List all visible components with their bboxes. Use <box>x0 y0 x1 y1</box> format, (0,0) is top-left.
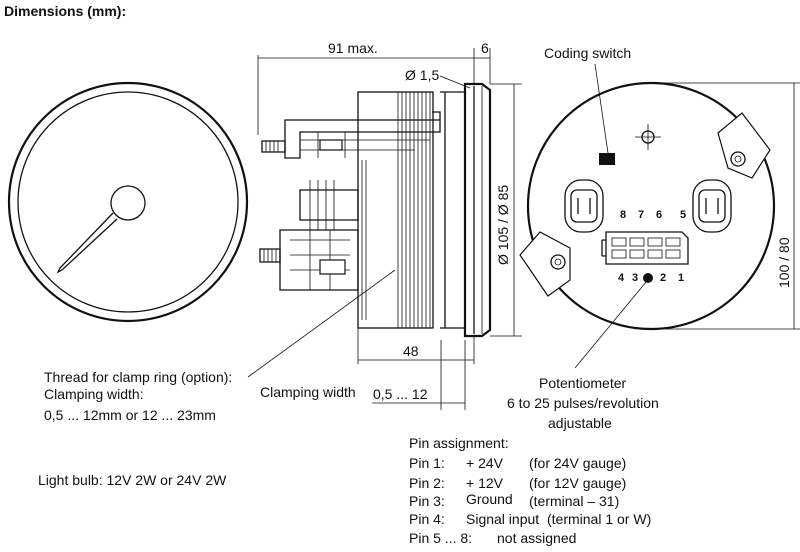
upper-bracket <box>261 111 441 159</box>
clamp-tab-right <box>717 112 771 179</box>
dim-depth-max: 91 max. <box>328 40 378 56</box>
bezel <box>463 82 492 338</box>
lamp-socket-left <box>564 179 604 233</box>
pin-row-value: + 12V <box>466 475 504 491</box>
pin-label: 2 <box>660 272 666 284</box>
potentiometer-dot <box>643 273 653 283</box>
pin-assignment-heading: Pin assignment: <box>409 435 509 451</box>
rear-view: 8 7 6 5 4 3 2 1 100 / 80 <box>519 63 800 369</box>
pin-label: 4 <box>618 272 625 284</box>
pin-row-pin: Pin 1: <box>409 455 445 471</box>
lower-bracket <box>259 229 359 291</box>
pin-row-note: (for 24V gauge) <box>529 455 626 471</box>
leader-potentiometer <box>574 281 647 369</box>
pin-row-pin: Pin 5 ... 8: <box>409 530 472 546</box>
front-dial-ring <box>17 91 239 313</box>
pin-row-note: (terminal 1 or W) <box>547 511 651 527</box>
middle-terminals <box>299 180 359 230</box>
pin-label: 8 <box>620 209 626 221</box>
pin-label: 5 <box>680 209 686 221</box>
dim-bezel-thickness: 6 <box>481 40 489 56</box>
pin-label: 3 <box>632 272 638 284</box>
thread-label: Thread for clamp ring (option): <box>44 369 232 385</box>
potentiometer-range: 6 to 25 pulses/revolution <box>507 395 659 411</box>
coding-switch-label: Coding switch <box>544 45 631 61</box>
pin-row-note: (for 12V gauge) <box>529 475 626 491</box>
leader-thread <box>247 269 396 378</box>
pin-row-value: not assigned <box>497 530 576 546</box>
side-view: 91 max. 6 Ø 1,5 Ø 105 / Ø 85 48 0,5 ... … <box>247 40 522 410</box>
connector <box>601 231 689 265</box>
body-flange <box>440 91 465 329</box>
pin-row-value: Ground <box>466 491 513 507</box>
potentiometer-label: Potentiometer <box>539 375 626 391</box>
pin-label: 6 <box>656 209 662 221</box>
pin-assignment: Pin assignment: Pin 1: + 24V (for 24V ga… <box>409 435 651 546</box>
needle-hub <box>110 185 146 221</box>
front-outer-rim <box>7 81 249 323</box>
thread-lines <box>361 92 431 328</box>
lamp-socket-right <box>692 179 732 233</box>
coding-switch <box>599 153 615 165</box>
pin-label: 7 <box>638 209 644 221</box>
front-view <box>7 81 249 323</box>
needle <box>56 212 118 274</box>
dim-body-length: 48 <box>403 343 419 359</box>
leader-hole <box>439 75 471 89</box>
pin-row-pin: Pin 2: <box>409 475 445 491</box>
leader-coding-switch <box>594 63 609 154</box>
dim-hole-diameter: Ø 1,5 <box>405 67 439 83</box>
pin-numbers-bottom: 4 3 2 1 <box>618 272 684 284</box>
pin-row-pin: Pin 4: <box>409 511 445 527</box>
clamping-width-label: Clamping width <box>260 384 356 400</box>
light-bulb-label: Light bulb: 12V 2W or 24V 2W <box>38 472 227 488</box>
pin-label: 1 <box>678 272 684 284</box>
page-title: Dimensions (mm): <box>4 3 126 19</box>
clamp-tab-left <box>519 231 571 297</box>
pin-row-note: (terminal – 31) <box>529 493 619 509</box>
dim-rear-height: 100 / 80 <box>776 237 792 288</box>
pin-row-pin: Pin 3: <box>409 493 445 509</box>
dim-front-diameters: Ø 105 / Ø 85 <box>495 185 511 265</box>
pin-row-value: + 24V <box>466 455 504 471</box>
thread-range: 0,5 ... 12mm or 12 ... 23mm <box>44 407 216 423</box>
dim-clamping-range: 0,5 ... 12 <box>373 386 428 402</box>
pin-row-value: Signal input <box>466 511 539 527</box>
thread-clamping-width: Clamping width: <box>44 386 144 402</box>
potentiometer-adjustable: adjustable <box>548 415 612 431</box>
pin-numbers-top: 8 7 6 5 <box>620 209 686 221</box>
